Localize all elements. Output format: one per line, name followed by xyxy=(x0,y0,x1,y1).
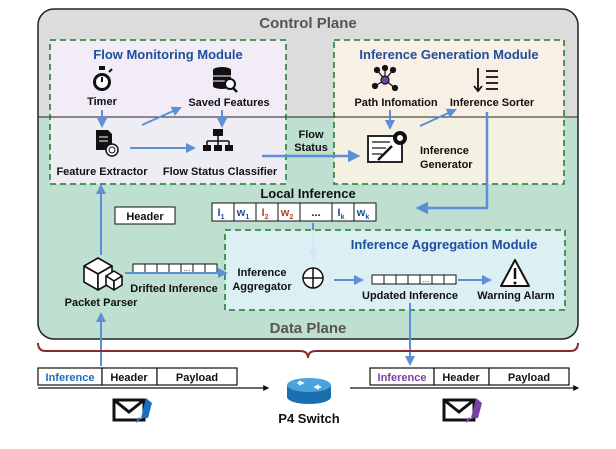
warning-icon xyxy=(500,259,530,287)
updated-inference-cell xyxy=(443,274,457,285)
packet-boxes-icon xyxy=(83,257,123,291)
local-inference-cell-label: ... xyxy=(311,207,320,219)
blueprint-gear-icon xyxy=(367,131,407,163)
local-inference-cell-label: I2 xyxy=(262,207,269,221)
arrow-generator-to-sorter xyxy=(419,108,457,127)
inference-sorter-label: Inference Sorter xyxy=(450,97,535,109)
aggregator-label-1: Inference xyxy=(238,267,287,279)
network-nodes-icon xyxy=(371,64,399,92)
drifted-inference-cell xyxy=(204,263,218,274)
drifted-inference-cell xyxy=(132,263,146,274)
warning-alarm-label: Warning Alarm xyxy=(477,290,555,302)
updated-inference-cell xyxy=(407,274,421,285)
hierarchy-icon xyxy=(203,129,233,151)
local-inference-cell-label: Ik xyxy=(338,207,345,221)
switch-label: P4 Switch xyxy=(278,411,339,426)
header-box-label: Header xyxy=(126,211,164,223)
drifted-inference-cell xyxy=(192,263,206,274)
updated-inference-cell xyxy=(395,274,409,285)
saved-features-label: Saved Features xyxy=(188,97,269,109)
feature-extractor-label: Feature Extractor xyxy=(56,166,148,178)
local-inference-cell-label: I1 xyxy=(218,207,225,221)
drifted-inference-cell xyxy=(168,263,182,274)
aggregator-label-2: Aggregator xyxy=(232,281,292,293)
flow-status-classifier-label: Flow Status Classifier xyxy=(163,166,278,178)
inference-generation-module: Inference Generation Module Path Infomat… xyxy=(333,39,565,185)
inference-aggregation-module: Inference Aggregation Module Inference A… xyxy=(224,229,566,311)
updated-inference-cell xyxy=(383,274,397,285)
switch-brace xyxy=(37,342,579,359)
inference-generation-title: Inference Generation Module xyxy=(359,47,538,62)
flow-monitoring-title: Flow Monitoring Module xyxy=(93,47,242,62)
data-plane-title: Data Plane xyxy=(270,320,347,337)
document-fingerprint-icon xyxy=(96,130,119,157)
packet-in-payload: Payload xyxy=(176,372,218,384)
inference-generator-label-1: Inference xyxy=(420,145,469,157)
packet-out-header: Header xyxy=(442,372,480,384)
packet-parser-label: Packet Parser xyxy=(65,297,138,309)
header-box xyxy=(114,206,176,225)
packet-out-payload: Payload xyxy=(508,372,550,384)
arrow-sorter-to-local-inference xyxy=(415,112,489,215)
drifted-inference-cell xyxy=(144,263,158,274)
path-information-label: Path Infomation xyxy=(354,97,437,109)
drifted-inference-cells: ... xyxy=(132,263,218,274)
updated-inference-label: Updated Inference xyxy=(362,290,458,302)
arrow-extractor-to-saved xyxy=(141,106,182,126)
packet-out-inference: Inference xyxy=(378,372,427,384)
packet-out: Inference Header Payload xyxy=(369,367,570,386)
packet-in-header: Header xyxy=(110,372,148,384)
updated-inference-ellipsis: ... xyxy=(423,275,430,284)
envelope-in-icon xyxy=(112,398,152,423)
router-icon xyxy=(287,378,331,404)
packet-in-inference: Inference xyxy=(46,372,95,384)
timer-icon xyxy=(93,66,113,91)
drifted-inference-cell xyxy=(156,263,170,274)
updated-inference-cell xyxy=(431,274,445,285)
drifted-inference-label: Drifted Inference xyxy=(130,283,217,295)
inference-aggregation-title: Inference Aggregation Module xyxy=(351,237,538,252)
local-inference-title: Local Inference xyxy=(260,186,355,201)
sort-list-icon xyxy=(473,68,498,93)
packet-in: Inference Header Payload xyxy=(37,367,238,386)
updated-inference-cells: ... xyxy=(371,274,457,285)
flow-status-label-1: Flow xyxy=(298,129,323,141)
updated-inference-cell xyxy=(371,274,385,285)
envelope-out-icon xyxy=(442,398,482,423)
drifted-inference-ellipsis: ... xyxy=(184,264,191,273)
flow-status-label-2: Status xyxy=(294,142,328,154)
inference-generator-label-2: Generator xyxy=(420,159,473,171)
database-search-icon xyxy=(213,67,238,93)
local-inference-cell xyxy=(353,202,377,222)
timer-label: Timer xyxy=(87,96,117,108)
circle-plus-icon xyxy=(302,267,324,289)
control-plane-title: Control Plane xyxy=(259,15,357,32)
flow-monitoring-module: Flow Monitoring Module Timer Saved Featu… xyxy=(49,39,287,185)
